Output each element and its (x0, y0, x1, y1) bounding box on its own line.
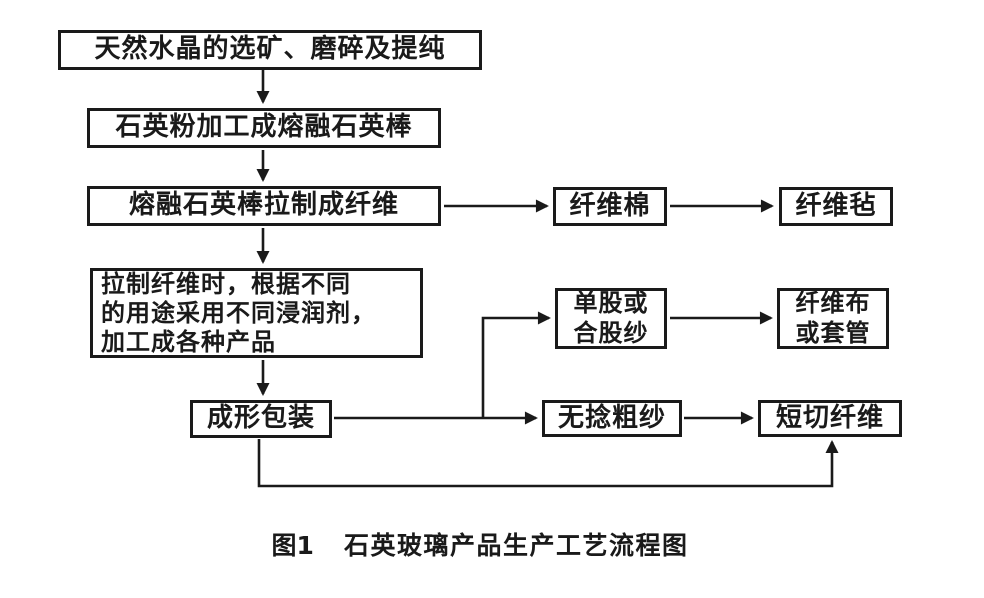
node-plied-yarn: 单股或 合股纱 (555, 288, 667, 349)
figure-caption: 图1 石英玻璃产品生产工艺流程图 (0, 526, 960, 562)
node-draw-fiber-label: 熔融石英棒拉制成纤维 (128, 190, 399, 221)
node-fiber-felt: 纤维毡 (779, 187, 893, 226)
node-fiber-cotton: 纤维棉 (553, 187, 667, 226)
node-chopped-fiber: 短切纤维 (758, 400, 902, 437)
node-draw-fiber: 熔融石英棒拉制成纤维 (87, 186, 441, 226)
node-fiber-cloth-line2: 或套管 (795, 318, 871, 347)
node-raw-crystal-label: 天然水晶的选矿、磨碎及提纯 (94, 34, 446, 65)
figure-caption-number: 图1 (271, 531, 314, 560)
node-fiber-cloth-line1: 纤维布 (795, 289, 871, 318)
node-sizing-line1: 拉制纤维时，根据不同 (101, 269, 351, 298)
node-raw-crystal: 天然水晶的选矿、磨碎及提纯 (58, 30, 482, 70)
node-quartz-rod: 石英粉加工成熔融石英棒 (87, 108, 441, 148)
loop-packing-to-chopped (257, 439, 839, 488)
node-forming-packing: 成形包装 (190, 400, 332, 438)
node-sizing-line3: 加工成各种产品 (101, 327, 276, 356)
node-fiber-felt-label: 纤维毡 (795, 190, 877, 221)
node-untwisted-roving-label: 无捻粗纱 (557, 402, 666, 433)
node-fiber-cotton-label: 纤维棉 (569, 190, 651, 221)
figure-caption-title: 石英玻璃产品生产工艺流程图 (343, 531, 689, 560)
node-forming-packing-label: 成形包装 (206, 403, 315, 434)
node-sizing-agent: 拉制纤维时，根据不同 的用途采用不同浸润剂， 加工成各种产品 (90, 268, 423, 358)
node-chopped-fiber-label: 短切纤维 (775, 402, 884, 433)
node-sizing-line2: 的用途采用不同浸润剂， (101, 298, 376, 327)
node-plied-yarn-line2: 合股纱 (573, 318, 649, 347)
node-plied-yarn-line1: 单股或 (573, 289, 649, 318)
branch-to-yarn (481, 311, 551, 418)
node-fiber-cloth-sleeve: 纤维布 或套管 (777, 288, 889, 349)
node-untwisted-roving: 无捻粗纱 (542, 400, 682, 437)
node-quartz-rod-label: 石英粉加工成熔融石英棒 (115, 112, 413, 143)
